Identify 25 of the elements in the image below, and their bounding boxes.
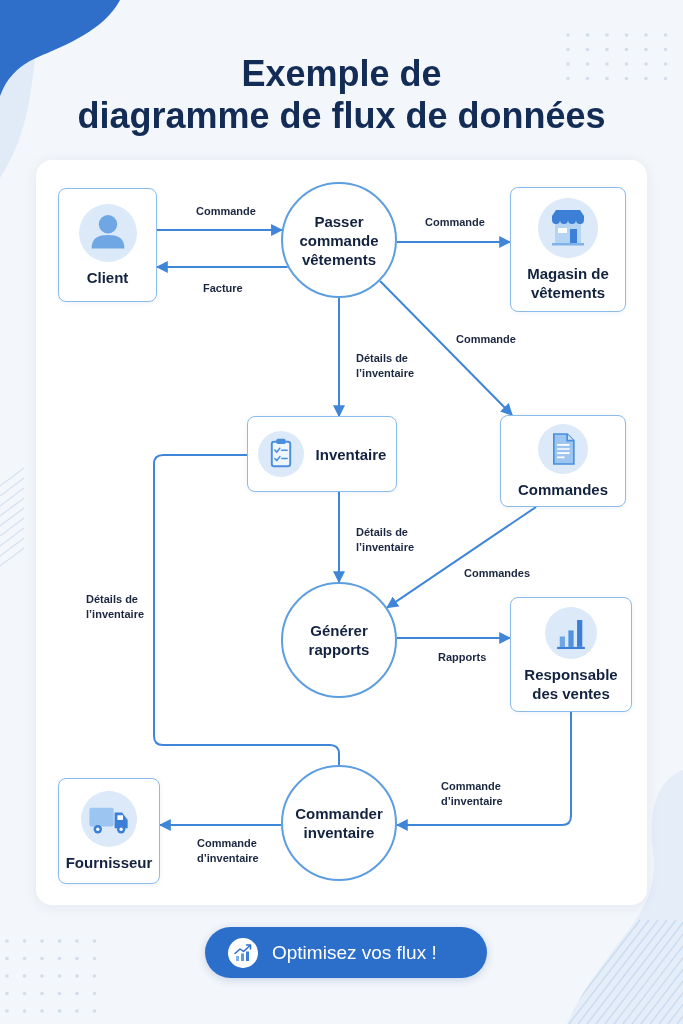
arrow: [158, 819, 283, 831]
entity-box: [500, 415, 626, 507]
node-label: Magasin de vêtements: [526, 263, 610, 302]
arrow: [155, 261, 289, 273]
node-label: Passer commande vêtements: [298, 211, 380, 269]
connector-line: [153, 454, 340, 766]
entity-box: [247, 416, 397, 492]
entity-box: [510, 187, 626, 312]
title: Exemple de diagramme de flux de données: [76, 53, 607, 137]
cta-button: Optimisez vos flux !: [205, 927, 487, 978]
entity-box: [58, 778, 160, 884]
arrow: [379, 280, 513, 416]
node-label: Inventaire: [315, 444, 387, 464]
arrow: [333, 297, 345, 418]
node-label: Commander inventaire: [294, 804, 384, 842]
node-label: Générer rapports: [307, 621, 371, 659]
node-label: Commandes: [518, 479, 608, 499]
node-label: Fournisseur: [65, 852, 153, 872]
node-label: Client: [86, 267, 129, 287]
arrow: [333, 491, 345, 584]
arrow: [386, 506, 537, 609]
entity-box: [510, 597, 632, 712]
node-label: Responsable des ventes: [523, 664, 619, 703]
edge-label: Rapports: [436, 650, 489, 665]
entity-box: [58, 188, 157, 302]
